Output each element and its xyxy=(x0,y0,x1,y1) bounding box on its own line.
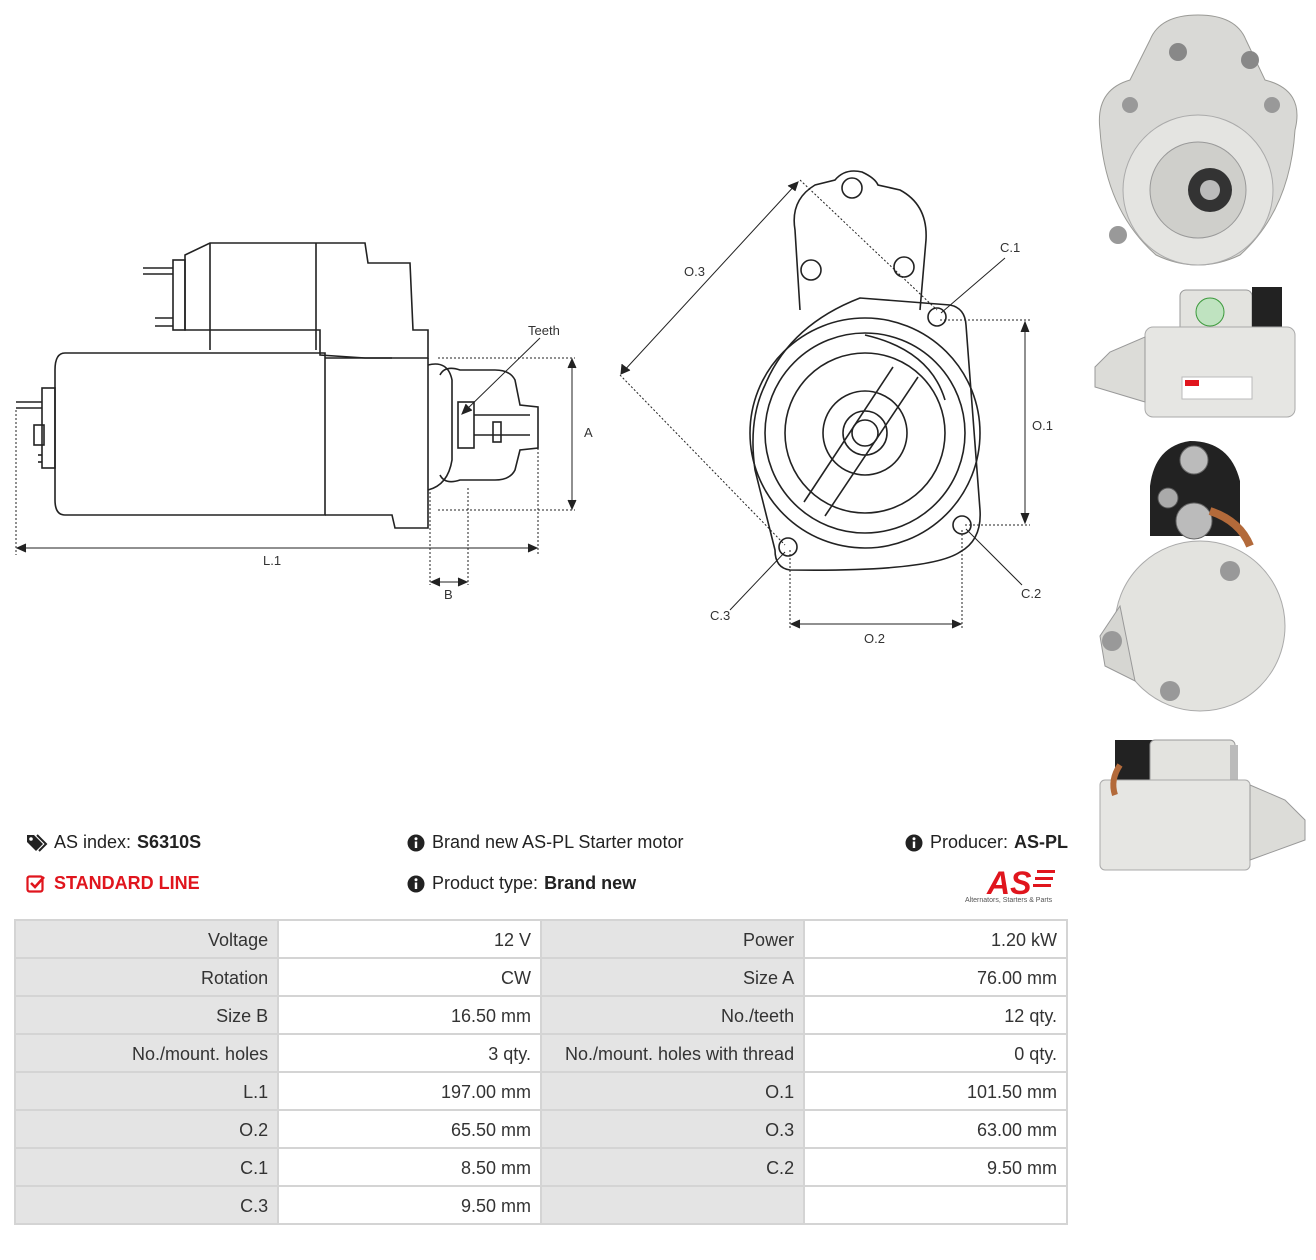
product-type-row: Product type: Brand new xyxy=(407,873,636,894)
spec-value: CW xyxy=(277,957,542,997)
spec-label: L.1 xyxy=(13,1071,280,1111)
spec-label: Rotation xyxy=(13,957,280,997)
spec-value: 65.50 mm xyxy=(277,1109,542,1149)
spec-label: C.1 xyxy=(13,1147,280,1187)
spec-label: No./mount. holes with thread xyxy=(539,1033,806,1073)
spec-label: C.2 xyxy=(539,1147,806,1187)
spec-label: O.1 xyxy=(539,1071,806,1111)
dimension-c2-label: C.2 xyxy=(1021,586,1041,601)
spec-value xyxy=(803,1185,1068,1225)
dimension-o1-label: O.1 xyxy=(1032,418,1053,433)
dimension-o2-label: O.2 xyxy=(864,631,885,646)
as-pl-logo: AS Alternators, Starters & Parts xyxy=(965,864,1070,908)
spec-label: Power xyxy=(539,919,806,959)
dimension-c1-label: C.1 xyxy=(1000,240,1020,255)
checkbox-icon xyxy=(26,874,45,893)
spec-label: Size A xyxy=(539,957,806,997)
product-photo-top xyxy=(1099,739,1306,871)
spec-label: No./teeth xyxy=(539,995,806,1035)
spec-value: 12 V xyxy=(277,919,542,959)
spec-label: C.3 xyxy=(13,1185,280,1225)
svg-text:AS: AS xyxy=(986,865,1032,898)
dimension-c3-label: C.3 xyxy=(710,608,730,623)
producer-value: AS-PL xyxy=(1014,832,1069,852)
dimension-l1-label: L.1 xyxy=(263,553,281,568)
dimension-o3-label: O.3 xyxy=(684,264,705,279)
logo-tagline: Alternators, Starters & Parts xyxy=(965,897,1053,904)
spec-value: 8.50 mm xyxy=(277,1147,542,1187)
product-photo-rear xyxy=(1099,441,1286,712)
spec-value: 76.00 mm xyxy=(803,957,1068,997)
info-icon xyxy=(905,834,923,851)
spec-value: 12 qty. xyxy=(803,995,1068,1035)
info-icon xyxy=(407,875,425,892)
standard-line-label: STANDARD LINE xyxy=(54,873,200,893)
description-text: Brand new AS-PL Starter motor xyxy=(432,832,684,852)
as-index-label: AS index: xyxy=(54,832,132,852)
as-index-value: S6310S xyxy=(137,832,202,852)
as-index-row: AS index: S6310S xyxy=(26,832,201,853)
product-type-value: Brand new xyxy=(544,873,637,893)
spec-label: O.2 xyxy=(13,1109,280,1149)
side-view-drawing: Teeth A L.1 B xyxy=(15,242,593,602)
producer-label: Producer: xyxy=(930,832,1009,852)
standard-line-row: STANDARD LINE xyxy=(26,873,200,894)
product-photo-front xyxy=(1098,14,1298,266)
spec-value: 16.50 mm xyxy=(277,995,542,1035)
spec-value: 63.00 mm xyxy=(803,1109,1068,1149)
front-view-drawing: O.3 C.1 O.1 C.2 C.3 O.2 xyxy=(619,170,1053,646)
dimension-b-label: B xyxy=(444,587,453,602)
spec-value: 9.50 mm xyxy=(277,1185,542,1225)
spec-label: Size B xyxy=(13,995,280,1035)
spec-value: 9.50 mm xyxy=(803,1147,1068,1187)
spec-value: 197.00 mm xyxy=(277,1071,542,1111)
spec-label: O.3 xyxy=(539,1109,806,1149)
teeth-label: Teeth xyxy=(528,323,560,338)
description-row: Brand new AS-PL Starter motor xyxy=(407,832,683,853)
spec-value: 101.50 mm xyxy=(803,1071,1068,1111)
as-pl-logo-mark: AS xyxy=(986,865,1055,901)
producer-row: Producer: AS-PL xyxy=(905,832,1068,853)
dimension-a-label: A xyxy=(584,425,593,440)
spec-value: 0 qty. xyxy=(803,1033,1068,1073)
spec-label xyxy=(539,1185,806,1225)
tags-icon xyxy=(27,833,48,852)
product-type-label: Product type: xyxy=(432,873,539,893)
spec-label: Voltage xyxy=(13,919,280,959)
info-icon xyxy=(407,834,425,851)
spec-value: 1.20 kW xyxy=(803,919,1068,959)
product-photo-side xyxy=(1094,287,1296,418)
spec-value: 3 qty. xyxy=(277,1033,542,1073)
spec-label: No./mount. holes xyxy=(13,1033,280,1073)
